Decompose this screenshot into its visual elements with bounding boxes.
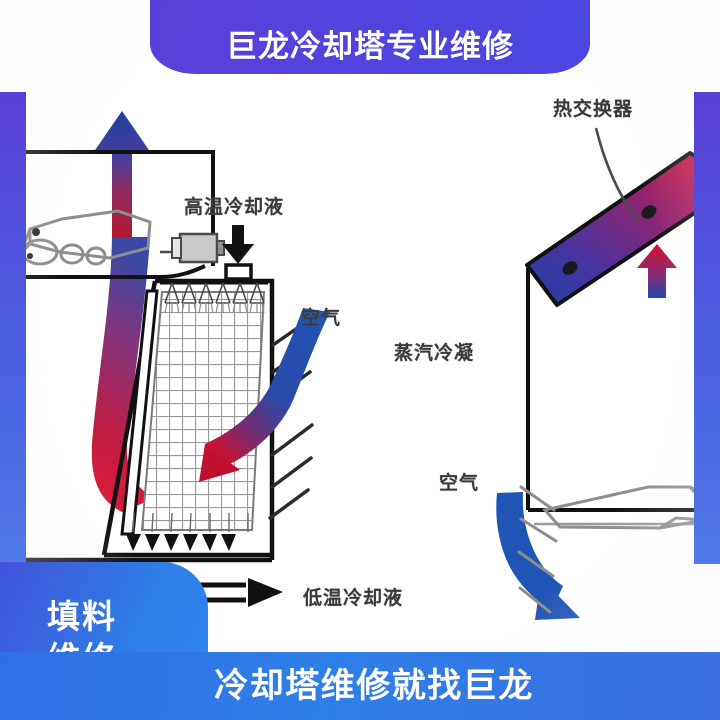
motor-pump [160, 232, 225, 264]
hot-coolant-inlet-arrow [222, 225, 254, 281]
left-edge-stripe [0, 92, 26, 564]
fill-repair-badge-line1: 填料 [47, 598, 117, 636]
fill-media-pack [140, 291, 266, 531]
heat-exchanger-band [525, 151, 720, 307]
bottom-slogan-bar: 冷却塔维修就找巨龙 [0, 652, 720, 720]
top-banner-title: 巨龙冷却塔专业维修 [226, 29, 514, 64]
label-steam-condensation: 蒸汽冷凝 [394, 343, 475, 364]
riser-up-arrow [637, 244, 677, 298]
label-cold-coolant: 低温冷却液 [303, 588, 404, 609]
air-inlet-louvers-lower [268, 423, 314, 520]
right-edge-stripe [694, 92, 720, 564]
label-hot-coolant: 高温冷却液 [184, 197, 285, 218]
label-air-lower: 空气 [439, 473, 480, 494]
top-banner: 巨龙冷却塔专业维修 [150, 0, 590, 74]
label-air-upper: 空气 [301, 308, 342, 329]
label-heat-exchanger: 热交换器 [553, 99, 634, 120]
fan-blade-outline [542, 485, 714, 530]
bottom-slogan-text: 冷却塔维修就找巨龙 [214, 667, 534, 705]
